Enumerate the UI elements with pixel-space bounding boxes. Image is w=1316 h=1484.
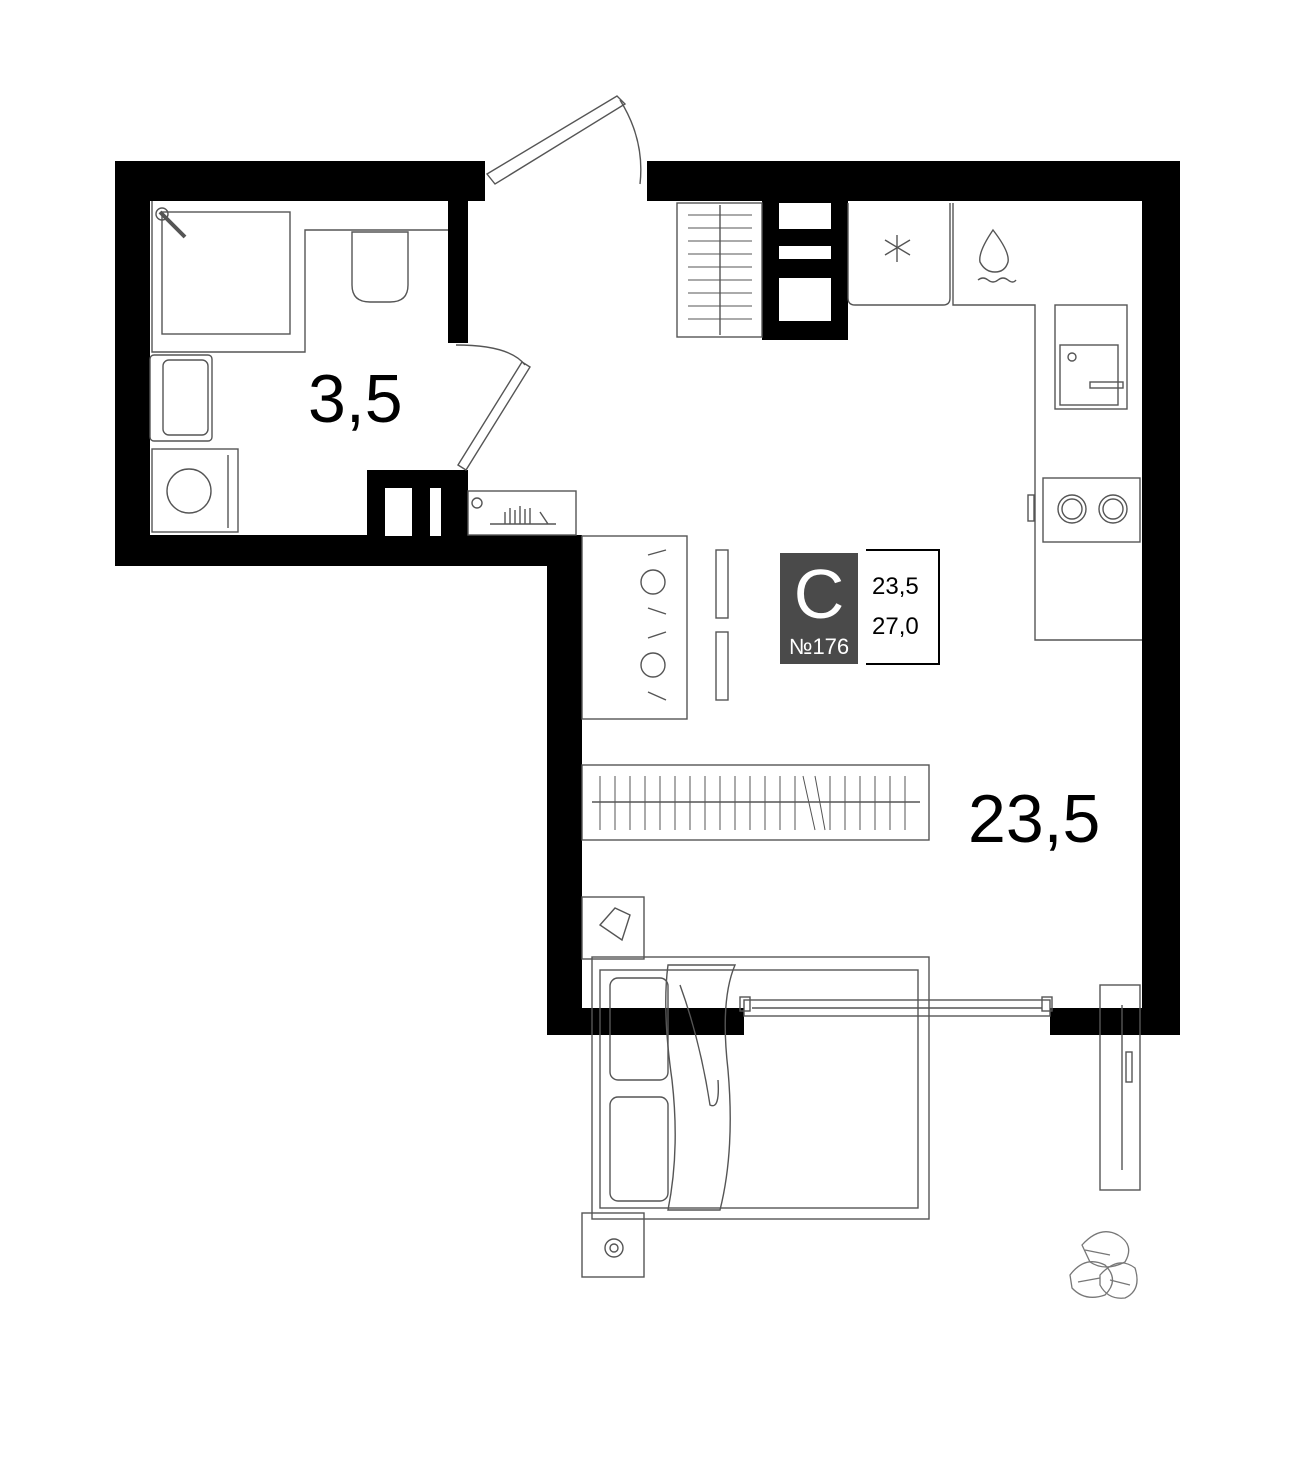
- shower: [161, 211, 291, 335]
- dining-table: [581, 535, 688, 720]
- chair: [715, 631, 729, 701]
- nightstand: [581, 896, 645, 960]
- kitchen-counter: [952, 203, 1142, 641]
- window: [743, 999, 1051, 1017]
- book-shelf: [467, 490, 577, 536]
- washing-machine: [151, 448, 239, 533]
- bathroom-sink: [162, 359, 209, 436]
- plant: [1069, 1231, 1138, 1299]
- toilet: [351, 231, 409, 303]
- entrance-door: [485, 95, 627, 185]
- apartment-number: №176: [788, 634, 850, 659]
- shaft-holes: [385, 203, 831, 536]
- wardrobe: [581, 764, 930, 841]
- hallway-rack: [676, 202, 763, 338]
- apartment-badge: С №176: [780, 553, 858, 664]
- apartment-type: С: [793, 555, 845, 633]
- chair: [715, 549, 729, 619]
- furniture: [149, 95, 1142, 1299]
- fridge: [847, 203, 951, 306]
- nightstand: [581, 1212, 645, 1278]
- tv-stand: [1099, 984, 1141, 1191]
- bathroom-door: [457, 361, 531, 471]
- kitchen-sink: [1054, 304, 1128, 410]
- main-room-area-label: 23,5: [968, 781, 1101, 857]
- walls: [115, 161, 1180, 1035]
- living-area: 23,5: [872, 573, 919, 600]
- cooktop: [1042, 477, 1141, 543]
- area-summary: 23,5 27,0: [866, 549, 940, 665]
- bathroom-area-label: 3,5: [308, 361, 403, 437]
- total-area: 27,0: [872, 613, 919, 640]
- bed: [591, 956, 930, 1220]
